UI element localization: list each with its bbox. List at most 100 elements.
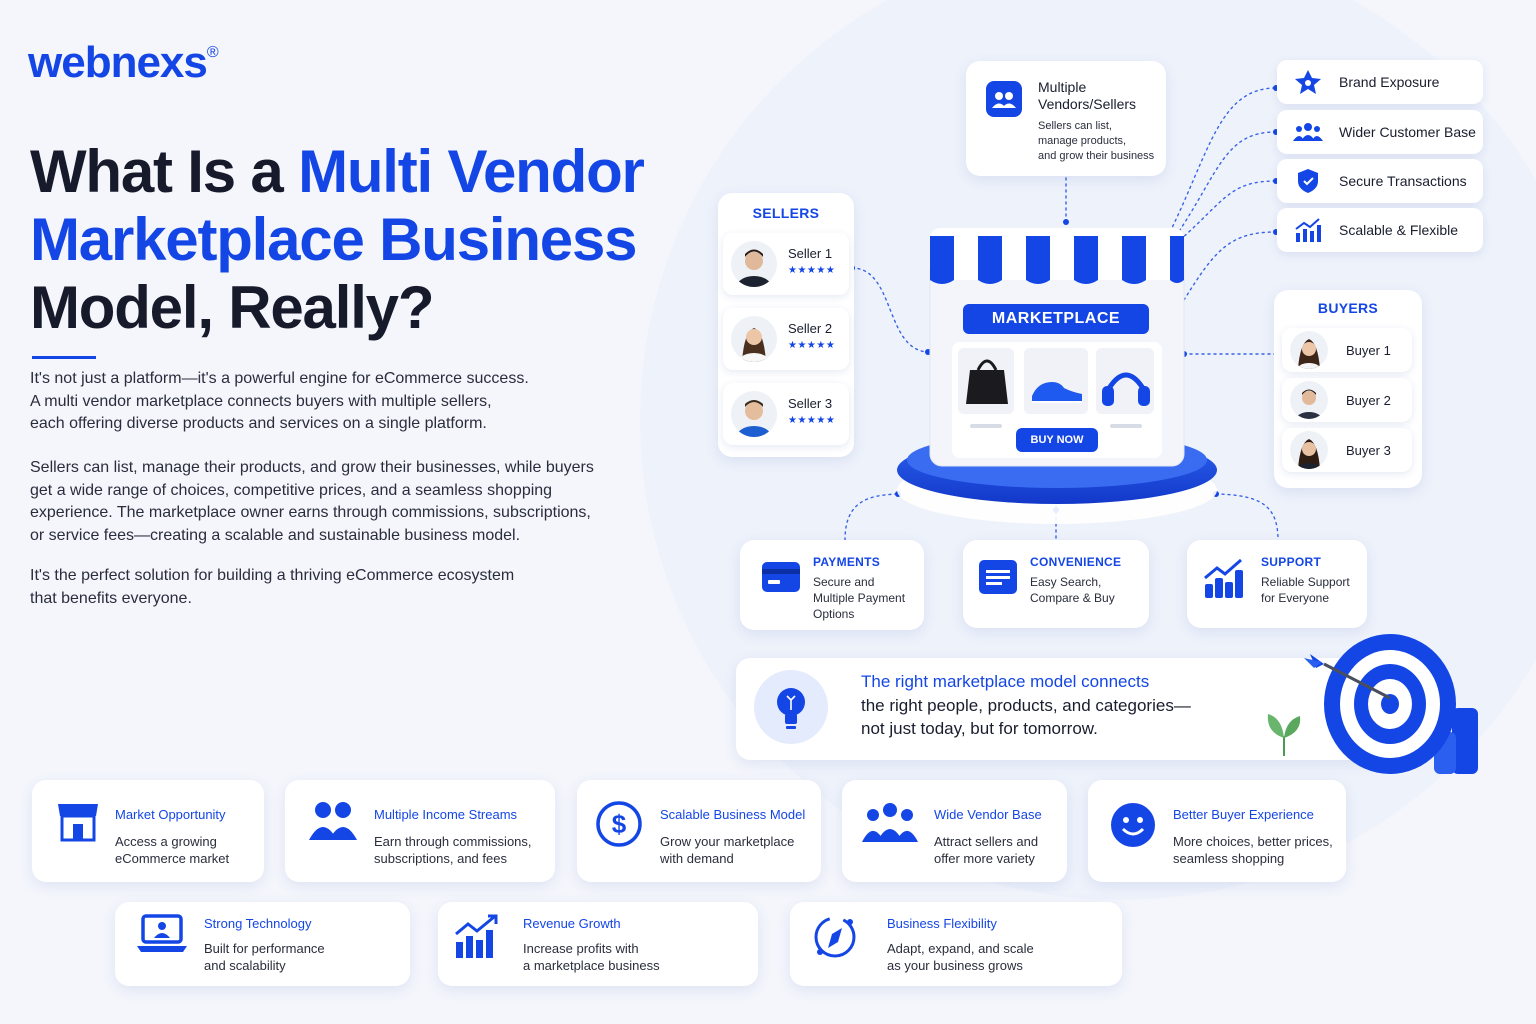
feature-label: Wider Customer Base [1339, 124, 1476, 140]
group-icon [1293, 123, 1323, 141]
intro-paragraph-1: It's not just a platform—it's a powerful… [30, 370, 529, 432]
storefront-icon [58, 804, 98, 842]
feature-desc: Reliable Support for Everyone [1261, 575, 1350, 605]
shield-icon [1298, 169, 1318, 193]
benefit-title: Multiple Income Streams [374, 807, 518, 822]
seller-item[interactable]: Seller 3 ★★★★★ [723, 383, 849, 445]
feature-label: Scalable & Flexible [1339, 222, 1459, 238]
buyer-avatar [1290, 331, 1328, 369]
buyer-item[interactable]: Buyer 2 [1282, 378, 1412, 422]
banner-line-1: The right marketplace model connects [861, 672, 1150, 691]
feature-label: Brand Exposure [1339, 74, 1440, 90]
feature-secure-transactions: Secure Transactions [1277, 159, 1483, 203]
plant-icon [1267, 714, 1301, 756]
banner-line-2: the right people, products, and categori… [861, 696, 1191, 715]
seller-name: Seller 2 [788, 321, 833, 336]
benefit-title: Strong Technology [204, 916, 312, 931]
seller-rating: ★★★★★ [788, 415, 836, 426]
seller-item[interactable]: Seller 1 ★★★★★ [723, 233, 849, 295]
buyer-name: Buyer 1 [1346, 343, 1391, 358]
benefit-multiple-income-streams: Multiple Income Streams Earn through com… [285, 780, 555, 882]
feature-title: CONVENIENCE [1030, 555, 1122, 569]
growth-chart-icon [1295, 218, 1321, 242]
feature-support: SUPPORT Reliable Support for Everyone [1187, 540, 1367, 628]
brand-exposure-connector [1169, 87, 1277, 233]
intro-paragraph-2: Sellers can list, manage their products,… [30, 459, 594, 544]
highlight-banner: The right marketplace model connects the… [736, 658, 1396, 760]
star-badge-icon [1295, 70, 1321, 94]
benefit-business-flexibility: Business Flexibility Adapt, expand, and … [790, 902, 1122, 986]
buy-now-button[interactable]: BUY NOW [1016, 428, 1098, 452]
seller-avatar [731, 316, 777, 362]
list-icon [979, 560, 1017, 594]
benefit-desc: Adapt, expand, and scale as your busines… [887, 941, 1034, 973]
intro-paragraph-3: It's the perfect solution for building a… [30, 567, 515, 607]
sellers-panel: SELLERS Seller 1 ★★★★★ Seller 2 ★★★★★ Se… [718, 193, 854, 457]
benefit-title: Revenue Growth [523, 916, 621, 931]
benefit-market-opportunity: Market Opportunity Access a growing eCom… [32, 780, 264, 882]
title-part-2: Multi Vendor [298, 138, 645, 205]
page-title: What Is a Multi Vendor Marketplace Busin… [30, 138, 690, 342]
title-part-1: What Is a [30, 138, 299, 205]
seller-avatar [731, 241, 777, 287]
benefit-title: Wide Vendor Base [934, 807, 1042, 822]
buyers-panel: BUYERS Buyer 1 Buyer 2 Buyer 3 [1274, 290, 1422, 488]
benefit-title: Better Buyer Experience [1173, 807, 1314, 822]
svg-text:$: $ [612, 809, 627, 839]
benefit-scalable-business-model: $ Scalable Business Model Grow your mark… [577, 780, 821, 882]
secure-tx-connector [1179, 180, 1277, 241]
feature-scalable-flexible: Scalable & Flexible [1277, 208, 1483, 252]
buyer-item[interactable]: Buyer 3 [1282, 428, 1412, 472]
marketplace-sign: MARKETPLACE [963, 304, 1149, 334]
buyer-item[interactable]: Buyer 1 [1282, 328, 1412, 372]
feature-title: PAYMENTS [813, 555, 881, 569]
dollar-circle-icon: $ [596, 801, 642, 847]
brand-name: webnexs [28, 38, 208, 87]
customer-base-connector [1175, 131, 1277, 237]
title-part-3: Marketplace Business [30, 206, 637, 273]
buyer-avatar [1290, 381, 1328, 419]
buyer-avatar [1290, 431, 1328, 469]
growth-chart-icon [1204, 558, 1243, 598]
people-icon [309, 802, 357, 840]
compass-icon [814, 916, 856, 958]
benefit-title: Market Opportunity [115, 807, 226, 822]
target-icon [1304, 634, 1478, 774]
seller-rating: ★★★★★ [788, 340, 836, 351]
registered-mark: ® [206, 44, 219, 61]
seller-name: Seller 1 [788, 246, 833, 261]
vendors-card: Multiple Vendors/Sellers Sellers can lis… [966, 61, 1166, 176]
benefit-desc: Access a growing eCommerce market [115, 834, 230, 866]
seller-item[interactable]: Seller 2 ★★★★★ [723, 308, 849, 370]
benefit-desc: Attract sellers and offer more variety [934, 834, 1039, 866]
buyer-name: Buyer 3 [1346, 443, 1391, 458]
team-icon [862, 803, 918, 842]
marketplace-store: MARKETPLACE BUY NOW [896, 218, 1218, 528]
benefit-title: Scalable Business Model [660, 807, 806, 822]
feature-brand-exposure: Brand Exposure [1277, 60, 1483, 104]
title-part-4: Model, Really? [30, 274, 434, 341]
buyers-heading: BUYERS [1317, 300, 1379, 316]
seller-rating: ★★★★★ [788, 265, 836, 276]
support-connector [1215, 493, 1279, 541]
benefit-desc: Increase profits with a marketplace busi… [523, 941, 660, 973]
title-underline [32, 356, 96, 359]
feature-convenience: CONVENIENCE Easy Search, Compare & Buy [963, 540, 1149, 628]
seller-connector [851, 267, 929, 353]
banner-line-3: not just today, but for tomorrow. [861, 719, 1098, 738]
scalable-connector [1183, 231, 1277, 301]
feature-label: Secure Transactions [1339, 173, 1467, 189]
vendors-desc: Sellers can list, manage products, and g… [1038, 120, 1155, 162]
card-icon [762, 562, 800, 592]
benefit-desc: Grow your marketplace with demand [660, 834, 795, 866]
feature-payments: PAYMENTS Secure and Multiple Payment Opt… [740, 540, 924, 630]
payments-connector [844, 493, 899, 541]
benefit-wide-vendor-base: Wide Vendor Base Attract sellers and off… [842, 780, 1067, 882]
feature-desc: Easy Search, Compare & Buy [1030, 575, 1115, 605]
benefit-title: Business Flexibility [887, 916, 997, 931]
seller-avatar [731, 391, 777, 437]
vendors-icon [986, 81, 1022, 117]
brand-logo[interactable]: webnexs® [28, 38, 219, 88]
sellers-heading: SELLERS [752, 205, 820, 221]
